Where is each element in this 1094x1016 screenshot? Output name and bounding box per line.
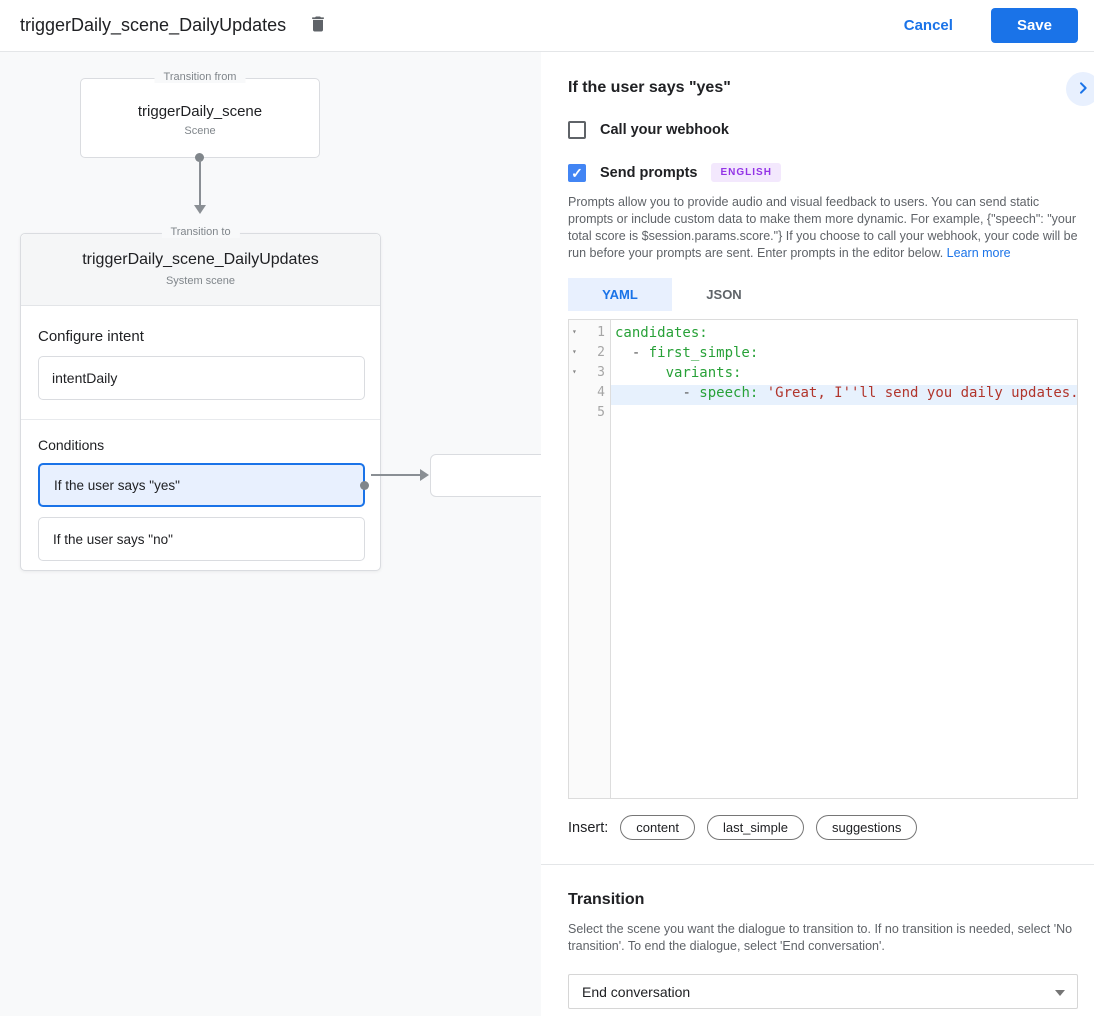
condition-item-yes[interactable]: If the user says "yes" [38,463,369,507]
scene-diagram-canvas: Transition from triggerDaily_scene Scene… [0,52,541,1016]
code-string: 'Great, I''ll send you daily updates.' [766,385,1077,401]
card-divider [21,419,380,420]
line-number: 5 [597,405,605,420]
line-number: 1 [597,325,605,340]
gutter-row: ▾ 1 [569,325,610,345]
transition-description: Select the scene you want the dialogue t… [568,922,1073,953]
gutter-row: 5 [569,405,610,425]
insert-chip-content[interactable]: content [620,815,695,840]
insert-chip-suggestions[interactable]: suggestions [815,815,918,840]
code-line-active: - speech: 'Great, I''ll send you daily u… [611,385,1077,405]
transition-target-box[interactable] [430,454,541,497]
condition-label: If the user says "no" [53,531,173,547]
insert-label: Insert: [568,819,609,836]
fold-arrow-icon[interactable]: ▾ [572,327,577,336]
save-button[interactable]: Save [990,8,1078,43]
top-bar: triggerDaily_scene_DailyUpdates Cancel S… [0,0,1094,52]
conditions-label: Conditions [38,437,105,453]
connector-dot [195,153,204,162]
editor-code-area[interactable]: candidates: - first_simple: variants: - … [611,320,1077,798]
prompts-checkbox-row: ✓ Send prompts ENGLISH [568,163,1078,182]
code-sep [758,385,766,401]
webhook-checkbox-label: Call your webhook [600,122,729,138]
code-line [611,405,1077,425]
prompts-checkbox-label: Send prompts [600,164,698,181]
chevron-right-icon [1075,80,1091,99]
learn-more-link[interactable]: Learn more [946,246,1011,260]
yaml-code-editor[interactable]: ▾ 1 ▾ 2 ▾ 3 4 5 candidates: - first_sim [568,319,1078,799]
line-number: 4 [597,385,605,400]
code-meta: - [631,345,649,361]
from-scene-subtitle: Scene [184,125,216,137]
editor-format-tabs: YAML JSON [568,278,1078,311]
connector-line-horizontal [371,474,421,476]
prompts-description-text: Prompts allow you to provide audio and v… [568,195,1078,260]
arrow-down-icon [194,205,206,214]
code-key: variants: [665,365,742,381]
line-number: 2 [597,345,605,360]
code-line: variants: [611,365,1077,385]
gutter-row: ▾ 2 [569,345,610,365]
to-scene-header: triggerDaily_scene_DailyUpdates System s… [21,234,380,306]
condition-label: If the user says "yes" [54,477,180,493]
condition-editor-panel: If the user says "yes" Call your webhook… [541,52,1094,1016]
to-scene-subtitle: System scene [165,275,236,287]
code-line: candidates: [611,325,1077,345]
cancel-button[interactable]: Cancel [888,9,969,42]
fold-arrow-icon[interactable]: ▾ [572,347,577,356]
line-number: 3 [597,365,605,380]
insert-row: Insert: content last_simple suggestions [568,815,1078,840]
condition-item-no[interactable]: If the user says "no" [38,517,365,561]
delete-scene-button[interactable] [304,12,332,40]
transition-to-legend: Transition to [161,226,240,238]
condition-connector-dot [360,480,369,490]
transition-select[interactable]: End conversation [568,974,1078,1009]
to-scene-body: Configure intent Conditions If the user … [21,328,380,561]
code-key: speech: [699,385,759,401]
fold-arrow-icon[interactable]: ▾ [572,367,577,376]
trash-icon [308,14,328,37]
code-meta: - [682,385,700,401]
webhook-checkbox-row: Call your webhook [568,121,1078,139]
code-key: candidates: [615,325,708,341]
tab-json[interactable]: JSON [672,278,776,311]
webhook-checkbox[interactable] [568,121,586,139]
transition-heading: Transition [568,891,645,908]
panel-heading: If the user says "yes" [568,79,731,96]
code-key: first_simple: [648,345,759,361]
tab-yaml[interactable]: YAML [568,278,672,311]
page-title: triggerDaily_scene_DailyUpdates [20,15,287,35]
section-divider [541,864,1094,865]
arrow-right-icon [420,469,429,481]
language-badge: ENGLISH [711,163,781,182]
dropdown-caret-icon [1055,990,1065,996]
collapse-panel-button[interactable] [1066,72,1094,106]
gutter-row: 4 [569,385,610,405]
transition-to-box: Transition to triggerDaily_scene_DailyUp… [20,226,381,571]
to-scene-title: triggerDaily_scene_DailyUpdates [82,251,319,268]
transition-from-box[interactable]: Transition from triggerDaily_scene Scene [80,71,320,158]
prompts-checkbox[interactable]: ✓ [568,163,586,182]
transition-from-legend: Transition from [154,71,246,83]
code-line: - first_simple: [611,345,1077,365]
prompts-description: Prompts allow you to provide audio and v… [568,194,1078,262]
intent-input[interactable] [38,356,365,400]
code-indent [615,345,632,361]
configure-intent-label: Configure intent [38,328,144,345]
insert-chip-last-simple[interactable]: last_simple [706,815,804,840]
from-scene-title: triggerDaily_scene [137,103,263,120]
gutter-row: ▾ 3 [569,365,610,385]
code-indent [615,365,666,381]
editor-gutter: ▾ 1 ▾ 2 ▾ 3 4 5 [569,320,611,798]
code-indent [615,385,682,401]
transition-select-value: End conversation [582,983,691,1000]
connector-line-vertical [199,160,201,206]
